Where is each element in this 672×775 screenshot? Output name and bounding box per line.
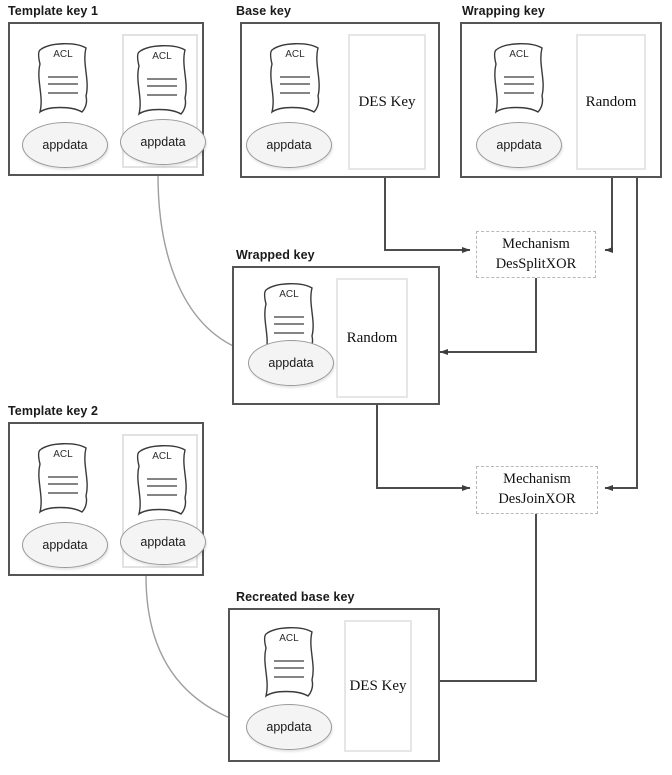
wire-dessplitxor-to-wrappedkey	[439, 278, 537, 356]
acl-label: ACL	[53, 49, 73, 60]
acl-document: ACL	[131, 42, 193, 117]
acl-label: ACL	[152, 451, 172, 462]
acl-document: ACL	[32, 40, 94, 115]
appdata-label: appdata	[140, 135, 186, 149]
acl-label: ACL	[509, 49, 529, 60]
wire-desjoinxor-to-recreatedbasekey	[426, 514, 537, 685]
appdata-label: appdata	[140, 535, 186, 549]
des-key-label: DES Key	[358, 93, 416, 110]
group-wrapping-key[interactable]: ACL appdata Random	[460, 22, 662, 178]
appdata-ellipse: appdata	[22, 122, 108, 168]
group-title-wrapping-key: Wrapping key	[462, 4, 545, 18]
appdata-ellipse: appdata	[246, 122, 332, 168]
group-base-key[interactable]: ACL appdata DES Key	[240, 22, 440, 178]
group-title-wrapped-key: Wrapped key	[236, 248, 315, 262]
group-title-template-key-1: Template key 1	[8, 4, 99, 18]
template-subframe[interactable]: ACL appdata	[120, 434, 206, 568]
acl-label: ACL	[285, 49, 305, 60]
acl-document: ACL	[131, 442, 193, 517]
des-key-panel[interactable]: DES Key	[344, 620, 412, 752]
mechanism-label: Mechanism	[502, 235, 570, 252]
acl-label: ACL	[152, 51, 172, 62]
appdata-label: appdata	[496, 138, 542, 152]
random-panel[interactable]: Random	[576, 34, 646, 170]
group-title-base-key: Base key	[236, 4, 292, 18]
group-wrapped-key[interactable]: ACL appdata Random	[232, 266, 440, 405]
mechanism-label: Mechanism	[503, 471, 571, 488]
appdata-ellipse: appdata	[22, 522, 108, 568]
appdata-label: appdata	[42, 138, 88, 152]
wire-wrappedkey-to-desjoinxor	[376, 405, 471, 491]
acl-document: ACL	[264, 40, 326, 115]
appdata-label: appdata	[266, 720, 312, 734]
group-recreated-base-key[interactable]: ACL appdata DES Key	[228, 608, 440, 762]
acl-label: ACL	[279, 633, 299, 644]
mechanism-name-des-join-xor: DesJoinXOR	[498, 491, 576, 507]
mechanism-des-join-xor[interactable]: Mechanism DesJoinXOR	[476, 466, 598, 514]
appdata-ellipse: appdata	[246, 704, 332, 750]
wire-basekey-to-dessplitxor	[384, 178, 471, 253]
acl-label: ACL	[53, 449, 73, 460]
des-key-label: DES Key	[349, 677, 407, 694]
des-key-panel[interactable]: DES Key	[348, 34, 426, 170]
random-label: Random	[585, 93, 637, 110]
appdata-label: appdata	[268, 356, 314, 370]
acl-document: ACL	[258, 280, 320, 355]
group-title-recreated-base-key: Recreated base key	[236, 590, 355, 604]
appdata-label: appdata	[42, 538, 88, 552]
wire-wrappingkey-to-dessplitxor	[604, 178, 613, 254]
group-template-key-1[interactable]: ACL appdata ACL appdata	[8, 22, 206, 176]
acl-document: ACL	[258, 624, 320, 699]
appdata-ellipse: appdata	[476, 122, 562, 168]
wire-wrappingkey-to-desjoinxor	[604, 178, 638, 492]
acl-document: ACL	[488, 40, 550, 115]
appdata-ellipse: appdata	[120, 119, 206, 165]
random-panel[interactable]: Random	[336, 278, 408, 398]
group-title-template-key-2: Template key 2	[8, 404, 99, 418]
acl-label: ACL	[279, 289, 299, 300]
mechanism-des-split-xor[interactable]: Mechanism DesSplitXOR	[476, 231, 596, 278]
appdata-ellipse: appdata	[120, 519, 206, 565]
appdata-ellipse: appdata	[248, 340, 334, 386]
mechanism-name-des-split-xor: DesSplitXOR	[495, 255, 577, 272]
group-template-key-2[interactable]: ACL appdata ACL appdata	[8, 422, 206, 576]
appdata-label: appdata	[266, 138, 312, 152]
template-subframe[interactable]: ACL appdata	[120, 34, 206, 168]
acl-document: ACL	[32, 440, 94, 515]
random-label: Random	[346, 329, 398, 346]
